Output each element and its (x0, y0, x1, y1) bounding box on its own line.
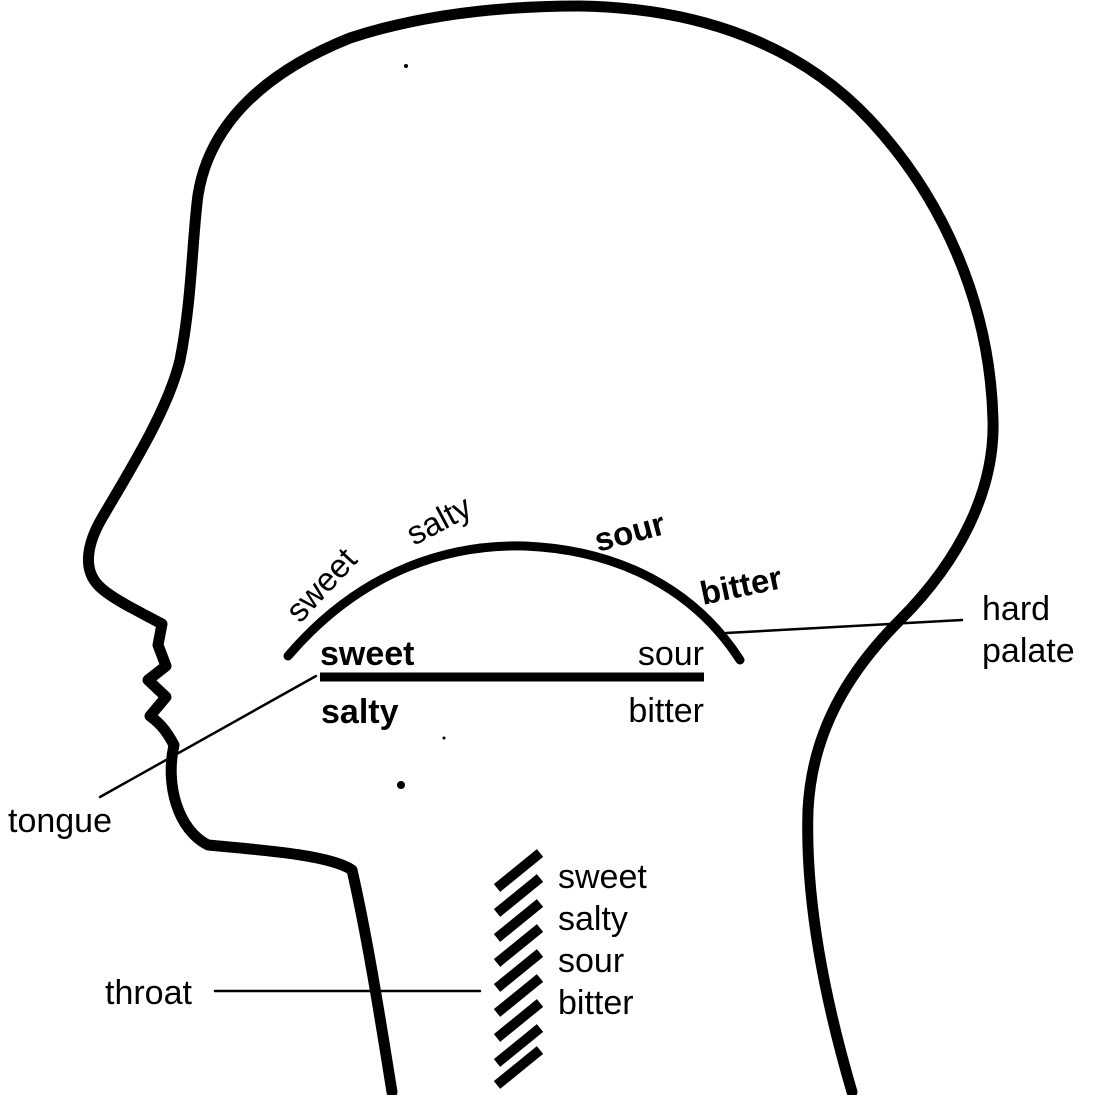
tongue-label-sweet: sweet (320, 635, 415, 673)
hard-palate-label-line2: palate (982, 632, 1075, 670)
tongue-label-sour: sour (638, 635, 704, 673)
throat-taste-list: sweet salty sour bitter (558, 858, 647, 1022)
throat-hatching (497, 853, 540, 1085)
tongue-label-bitter: bitter (628, 692, 704, 730)
throat-label: throat (105, 974, 192, 1012)
palate-label-sour: sour (590, 504, 669, 558)
palate-label-sweet: sweet (278, 540, 364, 628)
tongue-leader (100, 676, 316, 797)
throat-taste-item: bitter (558, 984, 634, 1022)
tongue-label: tongue (8, 802, 112, 840)
throat-taste-item: salty (558, 900, 628, 938)
palate-label-salty: salty (400, 487, 478, 552)
throat-taste-item: sweet (558, 858, 647, 896)
palate-label-bitter: bitter (697, 558, 786, 611)
tongue-label-salty: salty (321, 693, 399, 731)
hard-palate-leader (726, 620, 962, 633)
hard-palate-label-line1: hard (982, 590, 1050, 628)
throat-taste-item: sour (558, 942, 624, 980)
